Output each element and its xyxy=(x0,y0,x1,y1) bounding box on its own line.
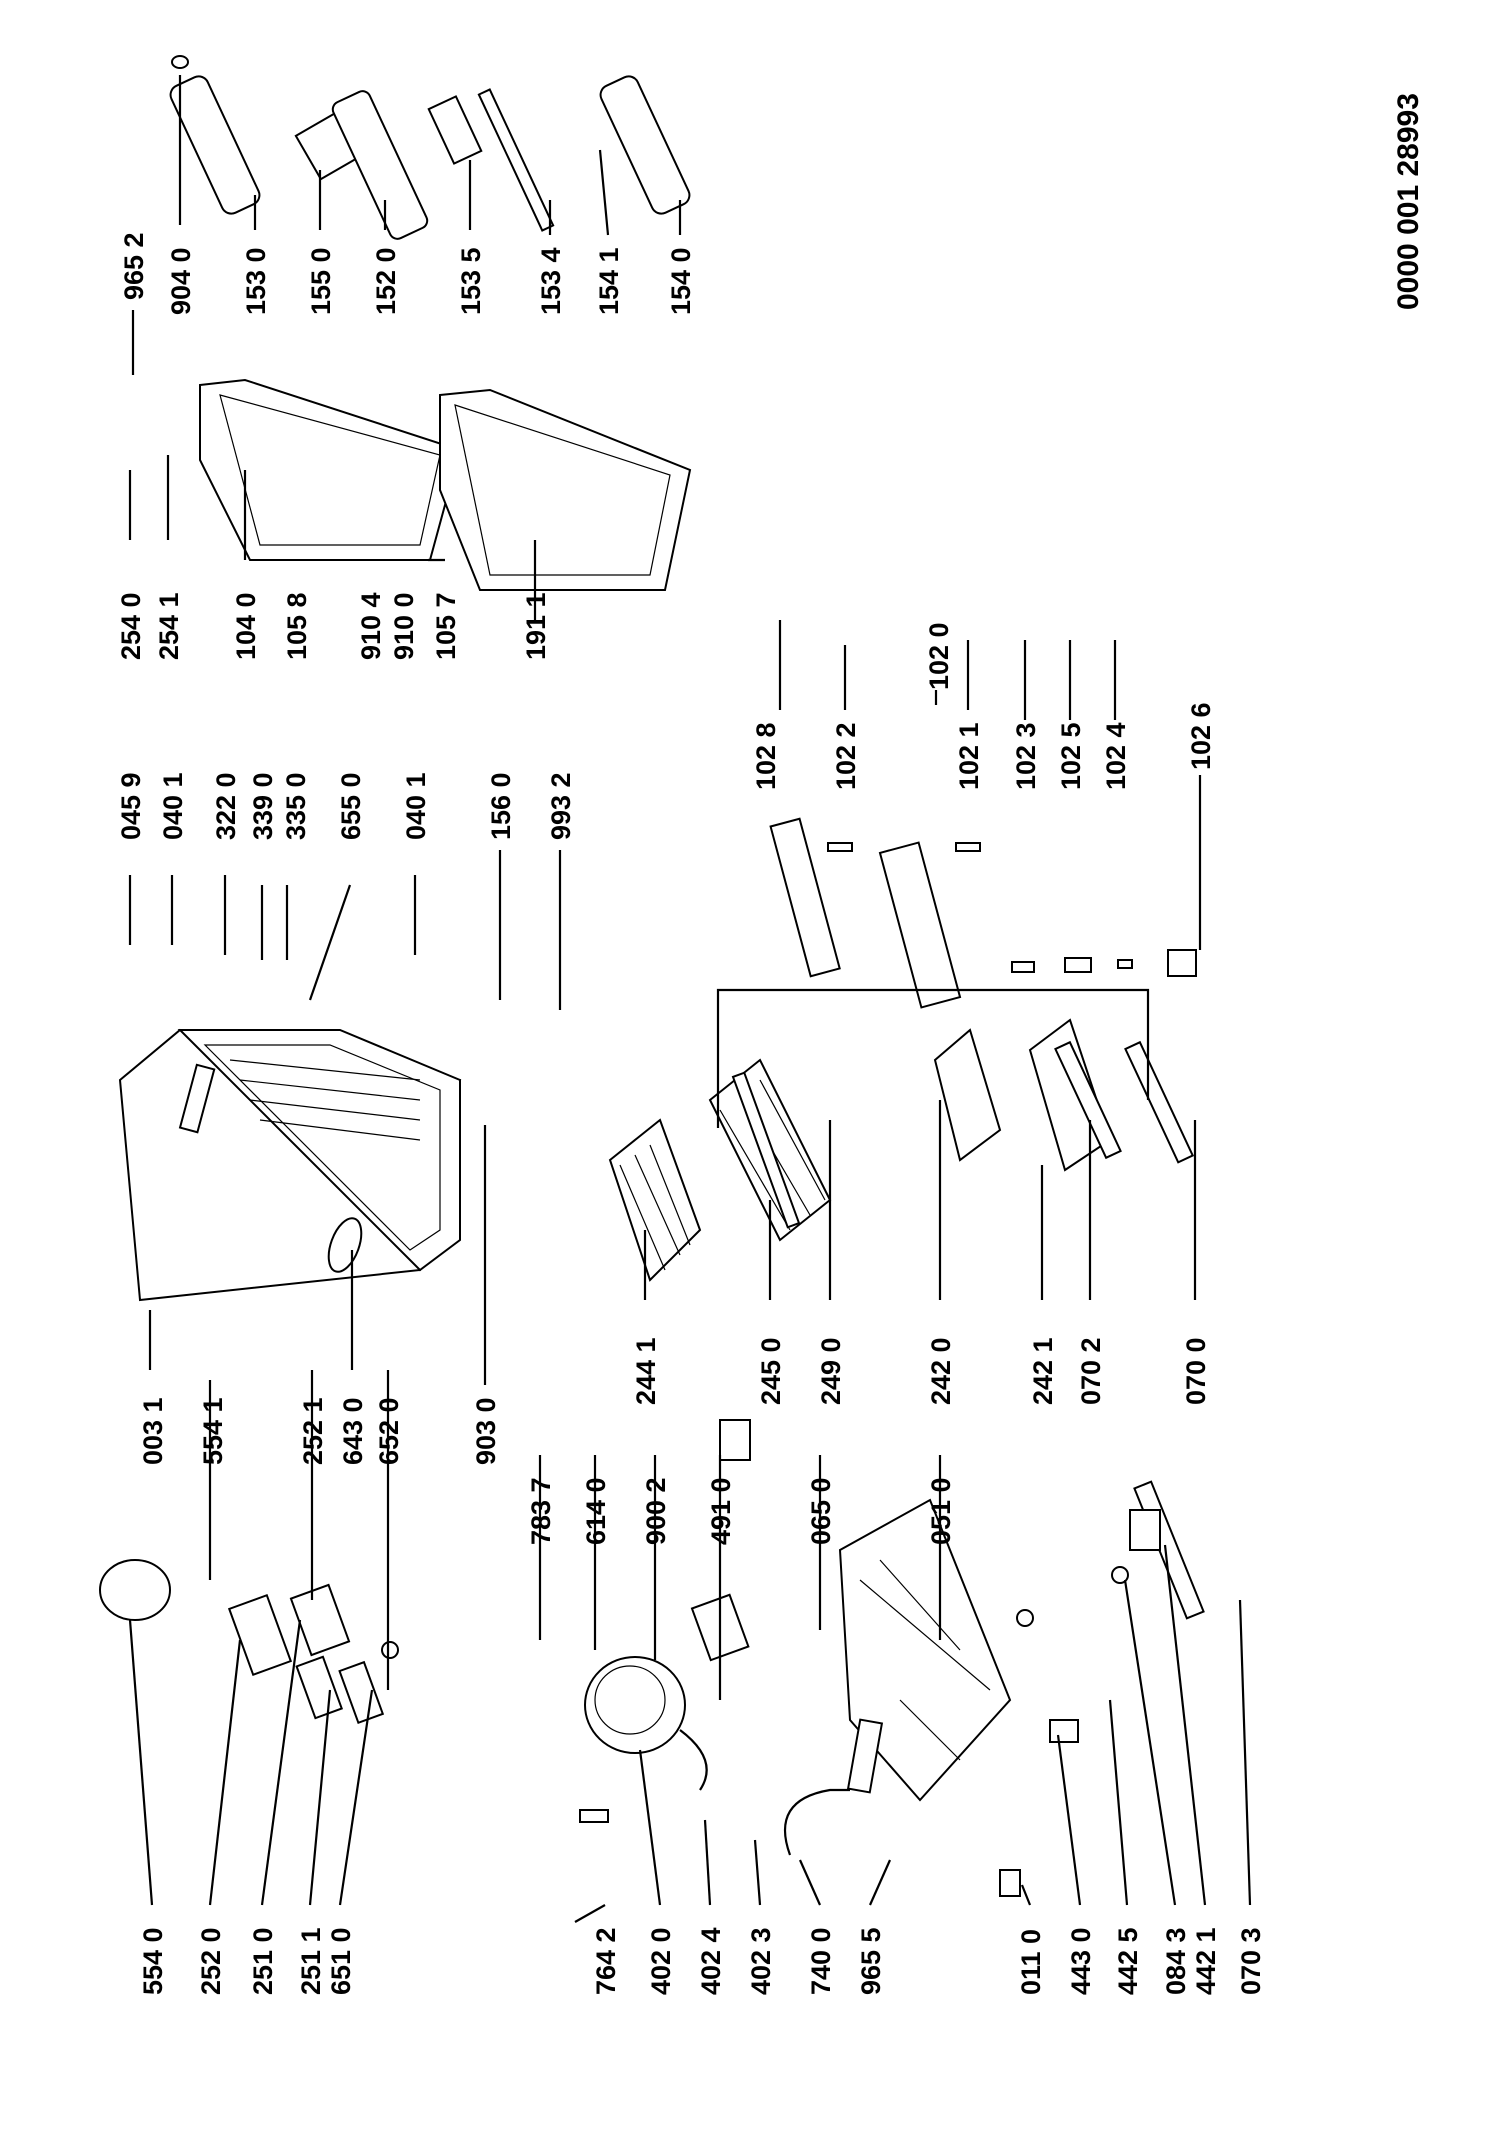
part-label: 154 0 xyxy=(666,247,696,315)
part-label: 045 9 xyxy=(116,772,146,840)
part-label: 652 0 xyxy=(374,1397,404,1465)
part-label: 643 0 xyxy=(338,1397,368,1465)
part-label: 104 0 xyxy=(231,592,261,660)
part-label: 244 1 xyxy=(631,1337,661,1405)
part-label: 251 1 xyxy=(296,1927,326,1995)
part-label: 339 0 xyxy=(248,772,278,840)
part-label: 491 0 xyxy=(706,1477,736,1545)
part-label: 011 0 xyxy=(1016,1929,1046,1995)
part-label: 102 3 xyxy=(1011,722,1041,790)
part-label: 740 0 xyxy=(806,1927,836,1995)
door-bin-drawings xyxy=(169,55,691,240)
part-label: 965 5 xyxy=(856,1927,886,1995)
part-label: 322 0 xyxy=(211,772,241,840)
part-label: 065 0 xyxy=(806,1477,836,1545)
part-label: 900 2 xyxy=(641,1477,671,1545)
part-label: 102 6 xyxy=(1186,702,1216,770)
part-label: 783 7 xyxy=(526,1477,556,1545)
part-label: 105 7 xyxy=(431,592,461,660)
part-label: 102 2 xyxy=(831,722,861,790)
part-label: 102 8 xyxy=(751,722,781,790)
part-label: 003 1 xyxy=(138,1397,168,1465)
part-label: 910 4 xyxy=(356,592,386,660)
small-parts-drawings xyxy=(99,1419,1161,1897)
part-label: 070 2 xyxy=(1076,1337,1106,1405)
part-label: 040 1 xyxy=(401,772,431,840)
part-label: 102 5 xyxy=(1056,722,1086,790)
shelf-drawings xyxy=(608,1058,832,1282)
part-label: 153 0 xyxy=(241,247,271,315)
part-label: 102 4 xyxy=(1101,722,1131,790)
part-label: 254 1 xyxy=(154,592,184,660)
leader-lines xyxy=(128,75,1252,1923)
part-label: 402 0 xyxy=(646,1927,676,1995)
part-label: 070 3 xyxy=(1236,1927,1266,1995)
document-number: 0000 001 28993 xyxy=(1392,93,1425,310)
part-label: 070 0 xyxy=(1181,1337,1211,1405)
part-label: 402 3 xyxy=(746,1927,776,1995)
part-label: 084 3 xyxy=(1161,1927,1191,1995)
part-label: 242 0 xyxy=(926,1337,956,1405)
part-drawings xyxy=(99,55,1205,1897)
part-label: 764 2 xyxy=(591,1927,621,1995)
part-label: 051 0 xyxy=(926,1477,956,1545)
panel-assembly-drawing xyxy=(716,817,1197,1128)
part-label: 442 1 xyxy=(1191,1927,1221,1995)
cabinet-drawing xyxy=(118,1028,462,1302)
part-labels: 554 0 252 0 251 0 251 1 651 0 764 2 402 … xyxy=(116,232,1266,1995)
door-drawings xyxy=(199,378,692,591)
part-label: 965 2 xyxy=(119,232,149,300)
part-label: 153 4 xyxy=(536,247,566,315)
part-label: 245 0 xyxy=(756,1337,786,1405)
part-label: 402 4 xyxy=(696,1927,726,1995)
part-label: 903 0 xyxy=(471,1397,501,1465)
part-label: 252 0 xyxy=(196,1927,226,1995)
part-label: 242 1 xyxy=(1028,1337,1058,1405)
compressor-drawing xyxy=(584,1656,708,1791)
part-label: 655 0 xyxy=(336,772,366,840)
part-label: 102 0 xyxy=(924,622,954,690)
part-label: 254 0 xyxy=(116,592,146,660)
part-label: 156 0 xyxy=(486,772,516,840)
condenser-drawing xyxy=(783,1718,884,1856)
part-label: 335 0 xyxy=(281,772,311,840)
part-label: 153 5 xyxy=(456,247,486,315)
part-label: 155 0 xyxy=(306,247,336,315)
part-label: 040 1 xyxy=(158,772,188,840)
part-label: 904 0 xyxy=(166,247,196,315)
part-label: 910 0 xyxy=(389,592,419,660)
part-label: 105 8 xyxy=(282,592,312,660)
part-label: 443 0 xyxy=(1066,1927,1096,1995)
part-label: 152 0 xyxy=(371,247,401,315)
part-label: 191 1 xyxy=(521,592,551,660)
part-label: 554 1 xyxy=(198,1397,228,1465)
part-label: 993 2 xyxy=(546,772,576,840)
part-label: 554 0 xyxy=(138,1927,168,1995)
part-label: 252 1 xyxy=(298,1397,328,1465)
part-label: 249 0 xyxy=(816,1337,846,1405)
part-label: 154 1 xyxy=(594,247,624,315)
part-label: 251 0 xyxy=(248,1927,278,1995)
part-label: 442 5 xyxy=(1113,1927,1143,1995)
part-label: 651 0 xyxy=(326,1927,356,1995)
part-label: 102 1 xyxy=(954,722,984,790)
part-label: 614 0 xyxy=(581,1477,611,1545)
